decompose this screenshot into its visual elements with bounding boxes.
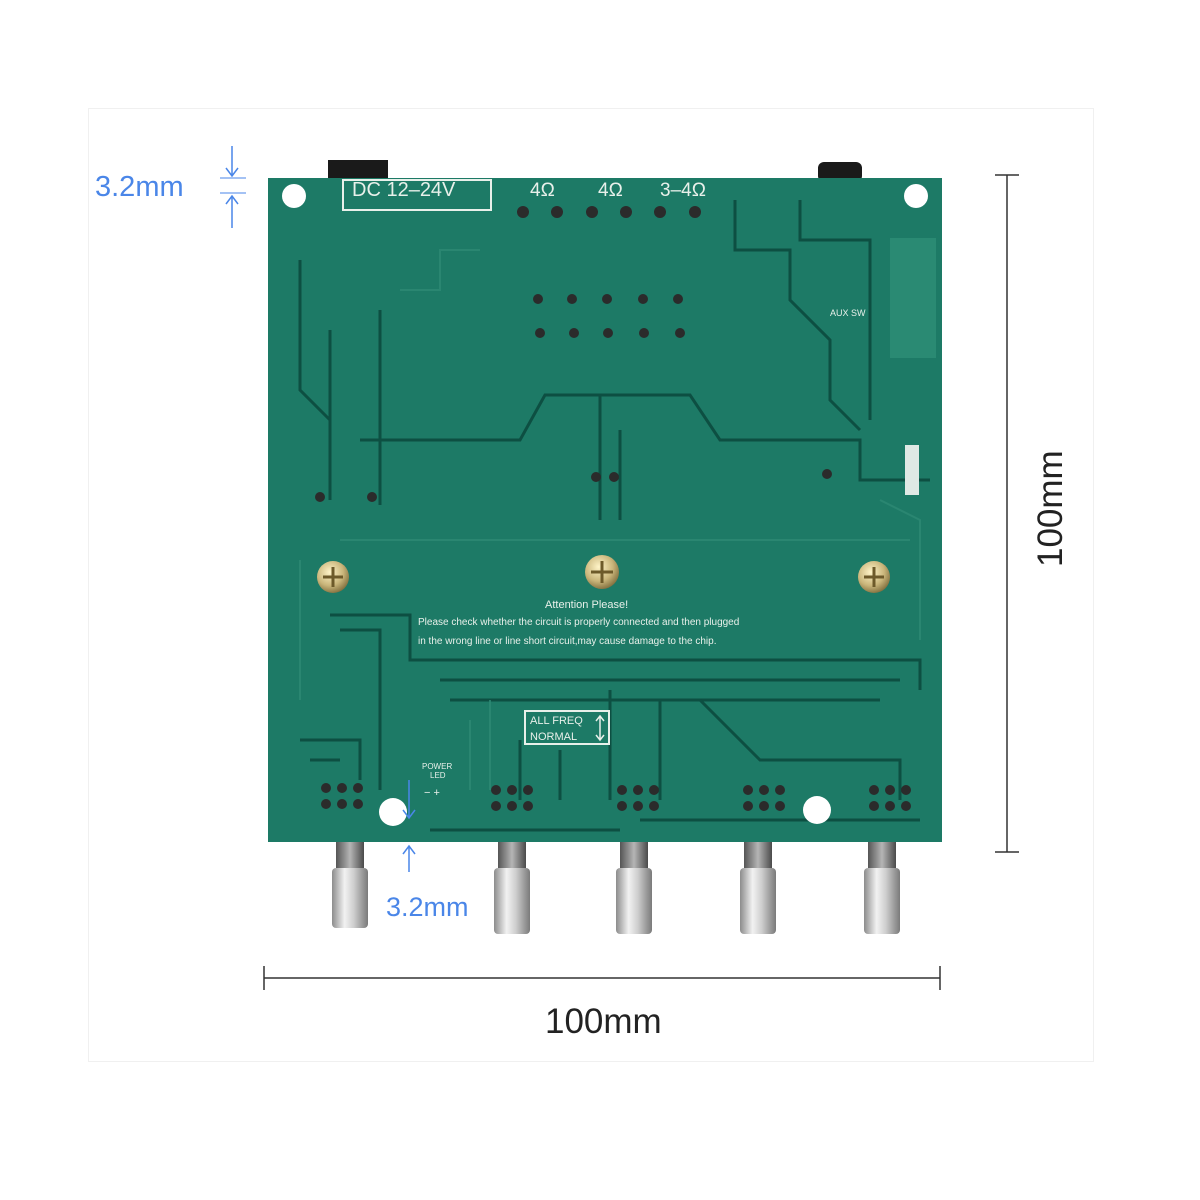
speaker-label-sub: 3–4Ω — [660, 180, 706, 201]
potentiometer-knobs — [332, 842, 900, 934]
aux-jack — [818, 162, 862, 182]
power-led-pin-label: − + — [424, 787, 440, 799]
chip-pads — [315, 294, 832, 502]
dc-power-label: DC 12–24V — [352, 179, 456, 201]
pcb-traces — [298, 200, 930, 832]
freq-label-line-2: NORMAL — [530, 731, 577, 743]
top-gap-label: 3.2mm — [95, 171, 184, 203]
aux-switch-label: AUX SW — [830, 308, 866, 318]
header-pins — [321, 783, 911, 811]
attention-line-2: in the wrong line or line short circuit,… — [418, 636, 717, 647]
power-led-label-line-2: LED — [430, 771, 446, 780]
mounting-holes — [282, 184, 928, 826]
screws — [317, 555, 890, 593]
side-connector — [905, 445, 919, 495]
height-dimension-line — [995, 174, 1019, 853]
power-led-label-line-1: POWER — [422, 762, 452, 771]
speaker-label-right: 4Ω — [598, 180, 623, 201]
pcb-board — [268, 178, 942, 842]
freq-label-line-1: ALL FREQ — [530, 715, 583, 727]
bluetooth-module — [890, 238, 936, 358]
attention-title: Attention Please! — [545, 599, 628, 611]
width-label: 100mm — [545, 1002, 662, 1041]
freq-switch-frame — [524, 710, 610, 745]
bottom-gap-label: 3.2mm — [386, 892, 469, 922]
speaker-terminal-pads — [517, 206, 701, 218]
dc-label-frame — [342, 179, 492, 211]
speaker-label-left: 4Ω — [530, 180, 555, 201]
height-label: 100mm — [1031, 450, 1070, 567]
bottom-gap-dimension — [402, 780, 416, 872]
photo-frame — [88, 108, 1094, 1062]
freq-switch-arrow-icon — [595, 714, 605, 742]
dc-jack — [328, 160, 388, 182]
top-gap-dimension — [220, 146, 246, 228]
width-dimension-line — [263, 966, 941, 990]
attention-line-1: Please check whether the circuit is prop… — [418, 617, 739, 628]
